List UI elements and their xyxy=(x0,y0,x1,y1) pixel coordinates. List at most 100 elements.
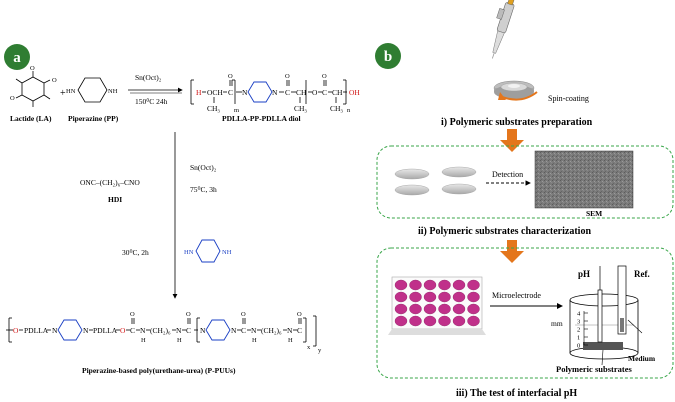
detection-label: Detection xyxy=(492,170,523,179)
well xyxy=(438,279,451,291)
polymer-n-3: N xyxy=(140,326,146,335)
well xyxy=(394,291,408,303)
diol-sub-m: m xyxy=(234,107,239,114)
polymeric-substrates-label: Polymeric substrates xyxy=(556,364,632,374)
spin-coating-label: Spin-coating xyxy=(548,94,589,103)
step1-title: i) Polymeric substrates preparation xyxy=(441,117,593,128)
well xyxy=(423,303,437,315)
polymer-n-1: N xyxy=(52,326,58,335)
diol-structure: H OCH CH₃ C O m N N C O CH CH₃ xyxy=(190,73,360,114)
polymer-n-2: N xyxy=(83,326,89,335)
well-grid xyxy=(394,279,480,327)
piperazine-chain-extender: HN NH xyxy=(184,239,232,263)
reference-electrode xyxy=(617,265,627,335)
diol-piperazine-ring xyxy=(247,81,273,103)
polymer-n-8: N xyxy=(287,326,293,335)
polymer-o-3: O xyxy=(130,311,135,318)
well xyxy=(467,291,480,303)
diol-ch3-left: CH₃ xyxy=(207,104,220,113)
cond2-temperature: 75⁰C, 3h xyxy=(190,185,217,194)
pipette-icon xyxy=(491,0,515,59)
polymer-ch2-1: (CH₂)₆ xyxy=(150,326,171,335)
diol-ch-1: CH xyxy=(296,88,307,97)
polymer-h-1: H xyxy=(141,337,146,344)
lactide-structure: O O O xyxy=(10,65,57,107)
orange-arrow-2 xyxy=(500,240,524,263)
cond1-catalyst: Sn(Oct)₂ xyxy=(135,73,162,82)
polymer-c-1: C xyxy=(130,326,135,335)
hdi-formula: ONC–(CH₂)₆–CNO xyxy=(80,178,140,187)
polymer-c-4: C xyxy=(297,326,302,335)
polymer-sub-y: y xyxy=(318,347,322,354)
microelectrode-label: Microelectrode xyxy=(492,291,541,300)
well xyxy=(423,291,437,303)
well xyxy=(409,315,422,327)
badge-b xyxy=(375,43,401,69)
polymer-ring-1 xyxy=(57,319,83,341)
polymer-h-2: H xyxy=(177,337,182,344)
lactide-o-1: O xyxy=(52,77,57,84)
diol-n-1: N xyxy=(242,88,248,97)
medium-label: Medium xyxy=(628,354,656,363)
polymer-pdlla-2: PDLLA xyxy=(93,326,118,335)
ph-microelectrode xyxy=(597,289,603,343)
panel-a: a O O O Lactide (LA) + HN NH Piperazine … xyxy=(4,44,360,375)
ph-label: pH xyxy=(578,269,590,279)
scale-tick-label: 4 xyxy=(577,311,581,318)
polymer-structure: O PDLLA N N PDLLA O C O N H (CH₂)₆ N H xyxy=(6,311,322,354)
well xyxy=(467,279,480,291)
polymer-film xyxy=(583,342,623,350)
chain-extender-nh: NH xyxy=(222,249,232,256)
diol-label: PDLLA-PP-PDLLA diol xyxy=(222,114,301,123)
polymer-c-3: C xyxy=(241,326,246,335)
well xyxy=(409,303,422,315)
polymer-c-2: C xyxy=(186,326,191,335)
sem-label: SEM xyxy=(586,209,602,218)
step2-box xyxy=(376,145,674,219)
diol-h-red: H xyxy=(196,88,202,97)
well xyxy=(452,303,466,315)
diol-o-3: O xyxy=(312,88,318,97)
medium-pointer xyxy=(627,319,643,334)
sample-discs xyxy=(394,166,477,196)
well xyxy=(409,279,422,291)
pp-nh: NH xyxy=(108,88,118,95)
beaker-setup xyxy=(569,265,639,360)
polymer-o-5: O xyxy=(241,311,246,318)
substrate-pointer xyxy=(601,349,604,366)
well xyxy=(452,291,466,303)
well xyxy=(467,303,480,315)
sem-image xyxy=(534,150,634,209)
diol-oh-red: OH xyxy=(349,88,360,97)
scale-tick-label: 2 xyxy=(577,327,580,334)
piperazine-label: Piperazine (PP) xyxy=(68,114,119,123)
polymer-o-6: O xyxy=(297,311,302,318)
spin-coater-icon xyxy=(493,80,535,99)
polymer-o-red-1: O xyxy=(13,326,19,335)
diol-o-2: O xyxy=(285,73,290,80)
polymer-h-4: H xyxy=(288,337,293,344)
lactide-o-2: O xyxy=(10,95,15,102)
diol-c-2: C xyxy=(285,88,290,97)
pp-hn: HN xyxy=(66,88,76,95)
well xyxy=(438,291,451,303)
well xyxy=(423,315,437,327)
scale-tick-label: 1 xyxy=(577,335,580,342)
chain-extender-hn: HN xyxy=(184,249,194,256)
polymer-h-3: H xyxy=(252,337,257,344)
step2-title: ii) Polymeric substrates characterizatio… xyxy=(418,226,591,237)
cond2-catalyst: Sn(Oct)₂ xyxy=(190,163,217,172)
piperazine-structure: HN NH xyxy=(66,77,118,103)
badge-b-letter: b xyxy=(384,49,392,65)
diol-ch3-mid: CH₃ xyxy=(294,104,307,113)
polymer-n-5: N xyxy=(200,326,206,335)
polymer-ch2-2: (CH₂)₆ xyxy=(261,326,282,335)
hdi-label: HDI xyxy=(108,195,122,204)
diol-ch-2: CH xyxy=(332,88,343,97)
polymer-pdlla-1: PDLLA xyxy=(24,326,49,335)
step3-box xyxy=(376,247,674,379)
well xyxy=(438,315,451,327)
